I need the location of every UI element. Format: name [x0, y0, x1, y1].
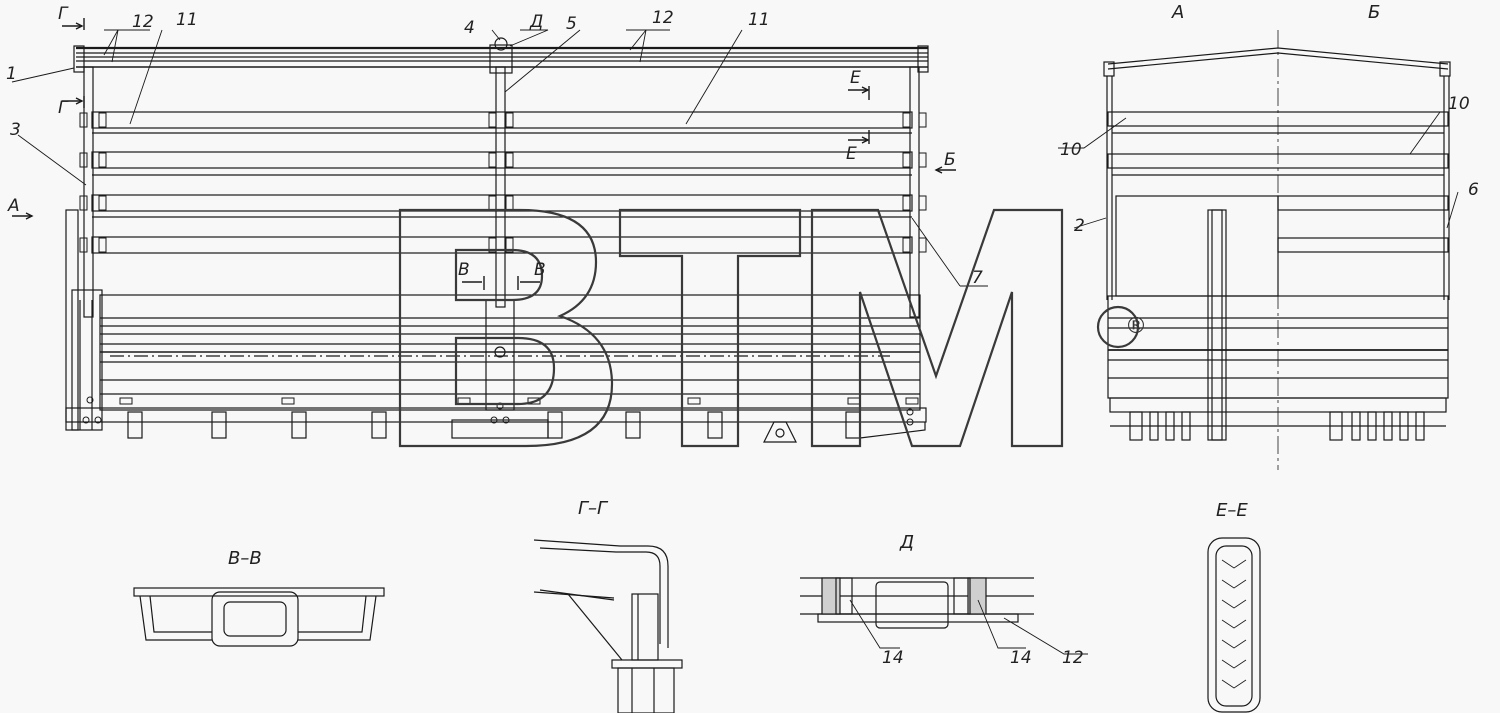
callout-14-right: 14 [1010, 648, 1032, 668]
section-mark-g-bottom: Г [58, 98, 68, 118]
main-side-view [11, 18, 988, 443]
end-view [1058, 30, 1459, 470]
detail-section-gg [533, 539, 683, 713]
btm-watermark-logo [398, 208, 1140, 448]
section-title-gg: Г–Г [578, 498, 608, 519]
section-mark-g-top: Г [58, 4, 68, 24]
section-mark-v-left: В [458, 260, 470, 280]
detail-section-vv [133, 587, 385, 647]
section-mark-e-top: Е [850, 68, 861, 88]
detail-title-d: Д [900, 532, 915, 553]
detail-section-ee [1207, 537, 1261, 713]
section-mark-e-bottom: Е [846, 144, 857, 164]
callout-12-left: 12 [132, 12, 154, 32]
callout-5: 5 [566, 14, 577, 34]
callout-10-right: 10 [1448, 94, 1470, 114]
callout-11-left: 11 [176, 10, 198, 30]
callout-1: 1 [6, 64, 17, 84]
detail-d [800, 577, 1088, 655]
callout-2: 2 [1074, 216, 1085, 236]
callout-7: 7 [972, 268, 983, 288]
callout-11-right: 11 [748, 10, 770, 30]
callout-14-left: 14 [882, 648, 904, 668]
registered-mark: ® [1125, 314, 1147, 339]
callout-12-detail: 12 [1062, 648, 1084, 668]
view-arrow-b: Б [944, 150, 956, 170]
view-label-b: Б [1368, 2, 1381, 23]
view-arrow-a: А [8, 196, 20, 216]
section-mark-v-right: В [534, 260, 546, 280]
callout-10-left: 10 [1060, 140, 1082, 160]
callout-6: 6 [1468, 180, 1479, 200]
callout-12-right: 12 [652, 8, 674, 28]
section-title-vv: В–В [228, 548, 262, 569]
section-mark-d: Д [530, 12, 544, 32]
section-title-ee: Е–Е [1216, 500, 1248, 521]
view-label-a: А [1172, 2, 1185, 23]
callout-4: 4 [464, 18, 475, 38]
callout-3: 3 [10, 120, 21, 140]
